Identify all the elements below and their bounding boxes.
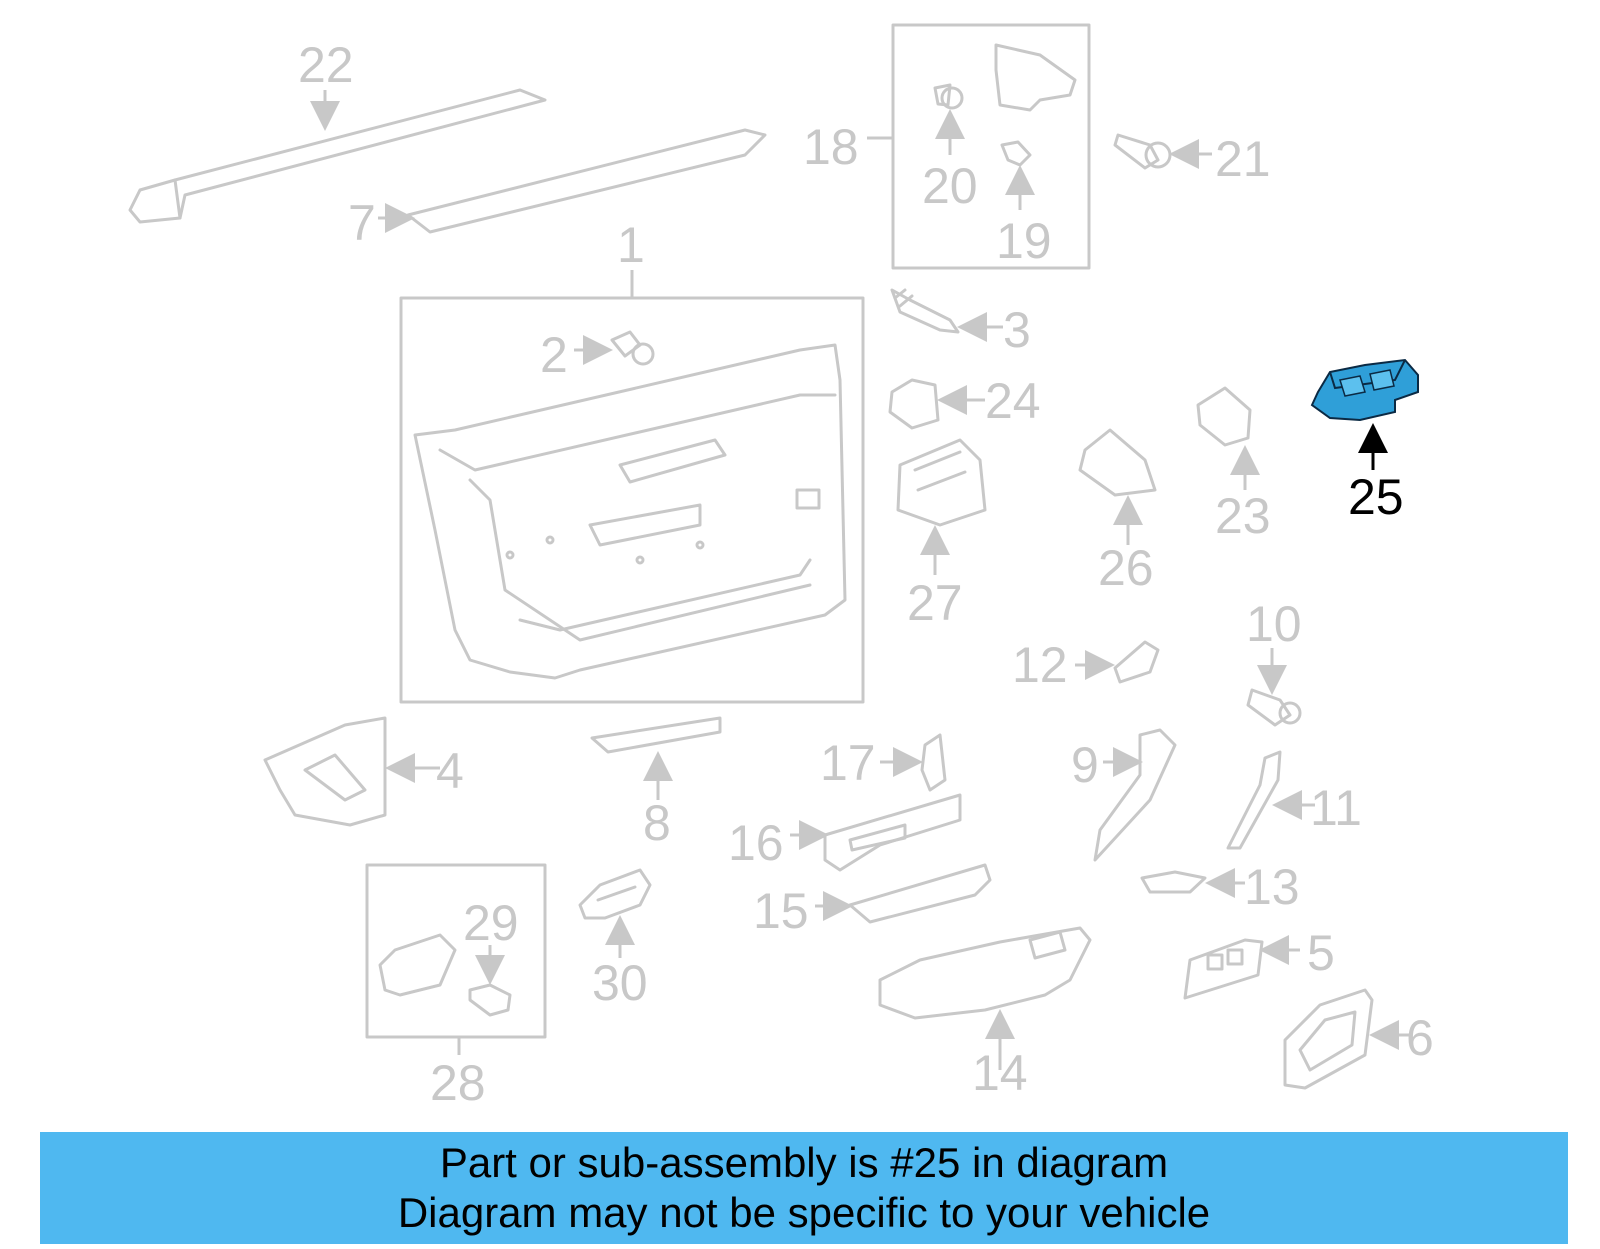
callout-6: 6	[1406, 1010, 1434, 1066]
part-8-strip[interactable]: 8	[590, 716, 722, 851]
callout-26: 26	[1098, 540, 1154, 596]
part-18-kit-box[interactable]: 18 20 19	[803, 23, 1091, 270]
callout-5: 5	[1307, 925, 1335, 981]
callout-17: 17	[820, 735, 876, 791]
part-6-handle-bezel[interactable]: 6	[1283, 988, 1434, 1090]
callout-12: 12	[1012, 637, 1068, 693]
callout-4: 4	[436, 743, 464, 799]
part-29-clip[interactable]: 29	[463, 895, 519, 1017]
part-19-clip[interactable]: 19	[996, 140, 1052, 269]
info-banner: Part or sub-assembly is #25 in diagram D…	[40, 1132, 1568, 1244]
part-14-armrest[interactable]: 14	[878, 926, 1092, 1101]
part-23-cover[interactable]: 23	[1196, 386, 1271, 544]
callout-24: 24	[985, 373, 1041, 429]
part-17-clip[interactable]: 17	[820, 733, 947, 792]
callout-29: 29	[463, 895, 519, 951]
callout-13: 13	[1244, 859, 1300, 915]
part-1-door-trim-panel[interactable]: 1 2	[399, 217, 865, 704]
part-12-bezel[interactable]: 12	[1012, 637, 1160, 693]
callout-7: 7	[348, 195, 376, 251]
callout-1: 1	[617, 217, 645, 273]
part-25-window-switch[interactable]: 25	[1310, 358, 1419, 525]
callout-3: 3	[1003, 302, 1031, 358]
part-9-bracket[interactable]: 9	[1071, 728, 1177, 862]
part-3-harness-clip[interactable]: 3	[890, 288, 1031, 358]
callout-9: 9	[1071, 737, 1099, 793]
part-2-clip[interactable]: 2	[540, 327, 655, 383]
part-24-switch-cap[interactable]: 24	[888, 373, 1041, 430]
callout-25: 25	[1348, 469, 1404, 525]
part-28-kit-box[interactable]: 28 29	[365, 863, 547, 1111]
part-20-screw[interactable]: 20	[922, 83, 978, 214]
callout-30: 30	[592, 955, 648, 1011]
part-22-belt-molding[interactable]: 22	[128, 37, 547, 224]
part-21-bolt[interactable]: 21	[1113, 131, 1271, 187]
part-16-switch-panel[interactable]: 16	[728, 793, 962, 872]
callout-15: 15	[753, 883, 809, 939]
callout-23: 23	[1215, 488, 1271, 544]
part-13-emblem[interactable]: 13	[1140, 859, 1300, 915]
part-10-screw[interactable]: 10	[1246, 596, 1302, 727]
part-15-switch-bezel[interactable]: 15	[753, 863, 992, 939]
part-26-switch[interactable]: 26	[1078, 428, 1157, 596]
callout-14: 14	[972, 1045, 1028, 1101]
part-7-strip[interactable]: 7	[348, 128, 767, 251]
banner-disclaimer: Diagram may not be specific to your vehi…	[397, 1189, 1211, 1236]
part-27-master-switch[interactable]: 27	[896, 438, 987, 631]
part-11-trim[interactable]: 11	[1226, 750, 1362, 850]
callout-28: 28	[430, 1055, 486, 1111]
part-5-bezel[interactable]: 5	[1183, 925, 1335, 1000]
callout-27: 27	[907, 575, 963, 631]
callout-20: 20	[922, 158, 978, 214]
banner-part-note: Part or sub-assembly is #25 in diagram	[439, 1139, 1169, 1186]
part-4-bracket[interactable]: 4	[263, 716, 464, 827]
callout-16: 16	[728, 815, 784, 871]
callout-8: 8	[643, 795, 671, 851]
callout-18: 18	[803, 119, 859, 175]
callout-10: 10	[1246, 596, 1302, 652]
callout-22: 22	[298, 37, 354, 93]
callout-21: 21	[1215, 131, 1271, 187]
part-30-cup[interactable]: 30	[578, 868, 652, 1011]
callout-2: 2	[540, 327, 568, 383]
callout-19: 19	[996, 213, 1052, 269]
callout-11: 11	[1310, 780, 1362, 836]
